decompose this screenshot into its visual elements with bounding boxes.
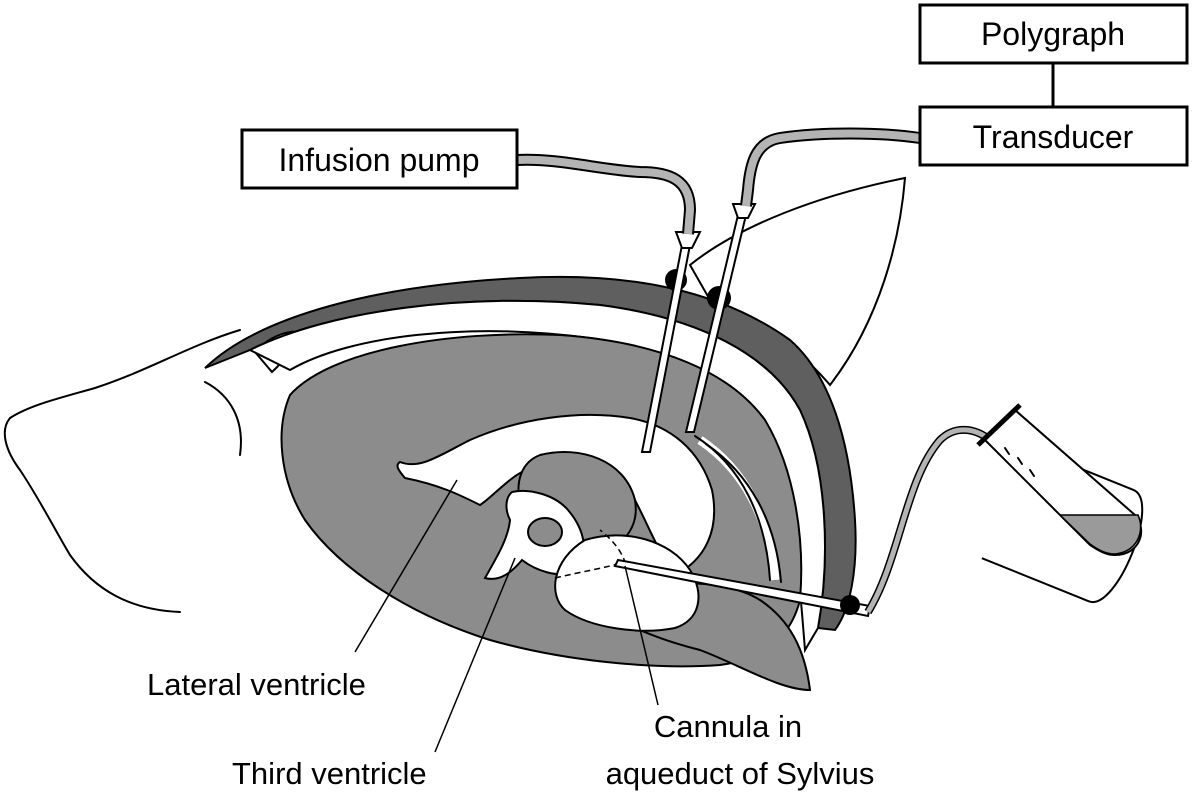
cannula-label-line2: aqueduct of Sylvius <box>606 756 875 791</box>
interthalamic-adhesion <box>528 518 562 546</box>
head-outline <box>5 330 240 612</box>
anchor-screw-3 <box>840 595 860 615</box>
polygraph-label: Polygraph <box>981 16 1125 52</box>
lateral-ventricle-label: Lateral ventricle <box>147 667 366 702</box>
cannula-label-line1: Cannula in <box>654 709 802 744</box>
infusion-hub <box>676 232 700 248</box>
outflow-tube-fill <box>868 430 990 612</box>
third-ventricle-label: Third ventricle <box>232 756 427 791</box>
infusion-tubing <box>517 160 690 234</box>
infusion-pump-label: Infusion pump <box>278 142 479 178</box>
transducer-label: Transducer <box>973 119 1134 155</box>
cheek-line <box>205 382 241 455</box>
